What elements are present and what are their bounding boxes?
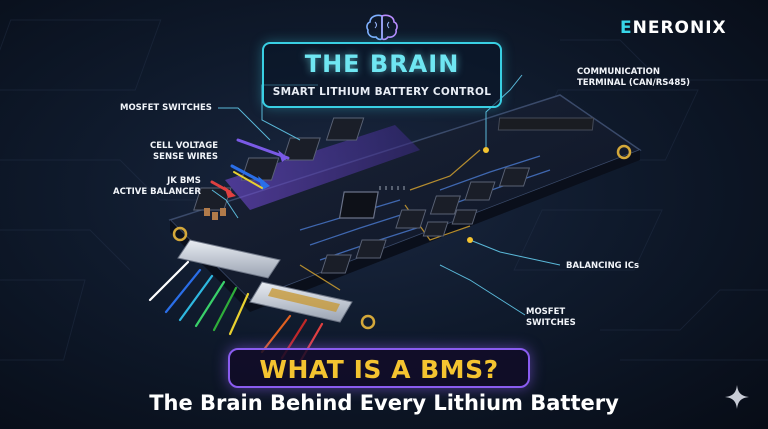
callout-text: JK BMS	[167, 176, 201, 186]
callout-text: MOSFET SWITCHES	[120, 103, 212, 113]
callout-mosfet-switches-bottom: MOSFET SWITCHES	[526, 307, 576, 329]
callout-text: BALANCING ICs	[566, 261, 640, 271]
callout-communication-terminal: COMMUNICATION TERMINAL (CAN/RS485)	[577, 67, 690, 89]
tagline-text: The Brain Behind Every Lithium Battery	[149, 391, 619, 415]
brain-icon	[366, 14, 398, 41]
callout-text: TERMINAL (CAN/RS485)	[577, 78, 691, 88]
brand-logo: ENERONIX	[620, 18, 727, 38]
callout-text: COMMUNICATION	[577, 67, 661, 77]
brand-logo-initial: E	[620, 18, 633, 38]
callout-cell-voltage-sense-wires: CELL VOLTAGE SENSE WIRES	[150, 141, 218, 163]
callout-balancing-ics: BALANCING ICs	[566, 261, 639, 272]
title-panel: THE BRAIN SMART LITHIUM BATTERY CONTROL	[262, 42, 502, 108]
page-title: THE BRAIN	[304, 50, 460, 78]
callout-text: SENSE WIRES	[153, 152, 218, 162]
brand-logo-rest: NERONIX	[632, 18, 727, 38]
headline-text: WHAT IS A BMS?	[259, 355, 499, 384]
callout-text: ACTIVE BALANCER	[113, 187, 201, 197]
callout-mosfet-switches-top: MOSFET SWITCHES	[120, 103, 212, 114]
sparkle-icon	[725, 385, 749, 409]
headline-banner: WHAT IS A BMS?	[228, 348, 530, 388]
page-subtitle: SMART LITHIUM BATTERY CONTROL	[272, 86, 492, 98]
callout-text: MOSFET	[526, 307, 566, 317]
callout-text: CELL VOLTAGE	[150, 141, 218, 151]
callout-text: SWITCHES	[526, 318, 576, 328]
callout-jk-bms-active-balancer: JK BMS ACTIVE BALANCER	[113, 176, 201, 198]
